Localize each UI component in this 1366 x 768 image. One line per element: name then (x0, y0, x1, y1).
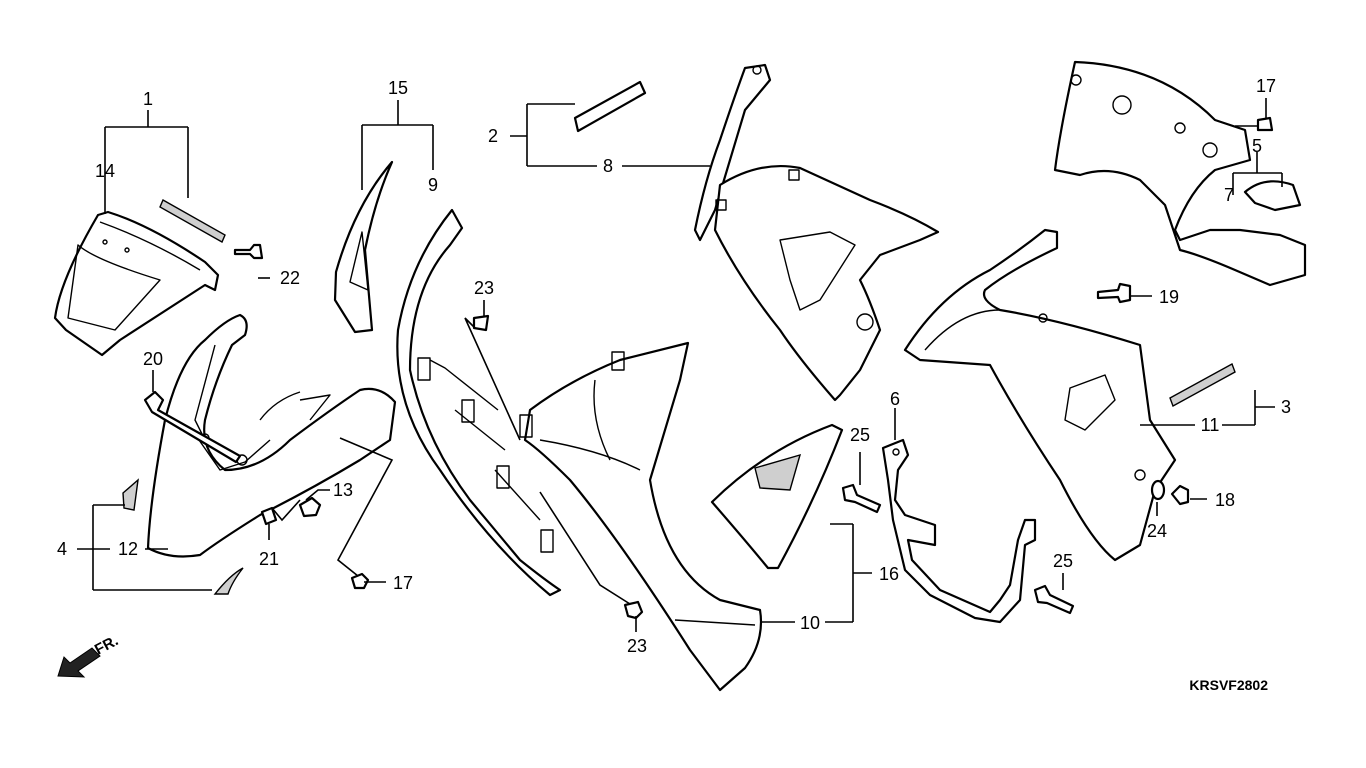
front-direction-arrow: FR. (57, 632, 121, 678)
screw-part-17-b (1256, 116, 1274, 132)
washer-part-24 (1150, 479, 1166, 501)
screw-part-23-a (472, 314, 490, 332)
callout-12: 12 (118, 539, 138, 559)
bolt-part-25-a (841, 483, 882, 514)
callout-20: 20 (143, 349, 163, 369)
bolt-part-19 (1096, 282, 1132, 304)
callout-3: 3 (1281, 397, 1291, 417)
callout-13: 13 (333, 480, 353, 500)
callout-4: 4 (57, 539, 67, 559)
callout-23-upper: 23 (474, 278, 494, 298)
callout-22: 22 (280, 268, 300, 288)
callout-25-lower: 25 (1053, 551, 1073, 571)
callout-11: 11 (1201, 415, 1220, 435)
middle-side-cowl-part-11 (903, 228, 1177, 562)
callout-19: 19 (1159, 287, 1179, 307)
bolt-part-18 (1170, 484, 1190, 506)
screw-part-17-a (350, 572, 370, 590)
callout-17-bottom: 17 (393, 573, 413, 593)
side-inner-panel-part-9 (396, 208, 562, 597)
decal-part-2 (573, 80, 647, 133)
stay-bracket-part-6 (881, 438, 1037, 624)
callout-numbers: 1 14 22 20 4 12 21 13 17 15 9 23 23 2 8 … (57, 76, 1291, 656)
callout-8: 8 (603, 156, 613, 176)
upper-side-cowl-part-8 (693, 63, 940, 402)
decal-part-4 (122, 478, 244, 595)
nut-part-13 (298, 496, 322, 518)
callout-6: 6 (890, 389, 900, 409)
callout-10: 10 (800, 613, 820, 633)
callout-7: 7 (1224, 185, 1234, 205)
screw-part-23-b (623, 600, 644, 620)
callout-21: 21 (259, 549, 279, 569)
callout-1: 1 (143, 89, 153, 109)
callout-18: 18 (1215, 490, 1235, 510)
callout-14: 14 (95, 161, 115, 181)
callout-15: 15 (388, 78, 408, 98)
large-inner-cover-part-10 (519, 341, 763, 692)
callout-16: 16 (879, 564, 899, 584)
callout-2: 2 (488, 126, 498, 146)
stripe-decal-part-15 (333, 160, 394, 334)
front-top-cover-part-14 (53, 210, 220, 357)
inner-upper-cowl-part-7 (1053, 60, 1307, 287)
callout-9: 9 (428, 175, 438, 195)
callout-25-upper: 25 (850, 425, 870, 445)
bolt-part-20 (143, 390, 242, 464)
leader-lines (77, 98, 1283, 632)
callout-24: 24 (1147, 521, 1167, 541)
callout-17-top: 17 (1256, 76, 1276, 96)
bolt-part-25-b (1033, 584, 1075, 615)
callout-5: 5 (1252, 136, 1262, 156)
screw-part-22 (233, 243, 264, 260)
callout-23-lower: 23 (627, 636, 647, 656)
stripe-decal-part-16 (710, 423, 844, 570)
diagram-code: KRSVF2802 (1189, 677, 1268, 693)
arrow-left-icon (57, 647, 101, 678)
clip-part-21 (260, 506, 278, 526)
honda-emblem-part-3 (1169, 362, 1236, 408)
honda-emblem-part-1 (159, 199, 226, 243)
